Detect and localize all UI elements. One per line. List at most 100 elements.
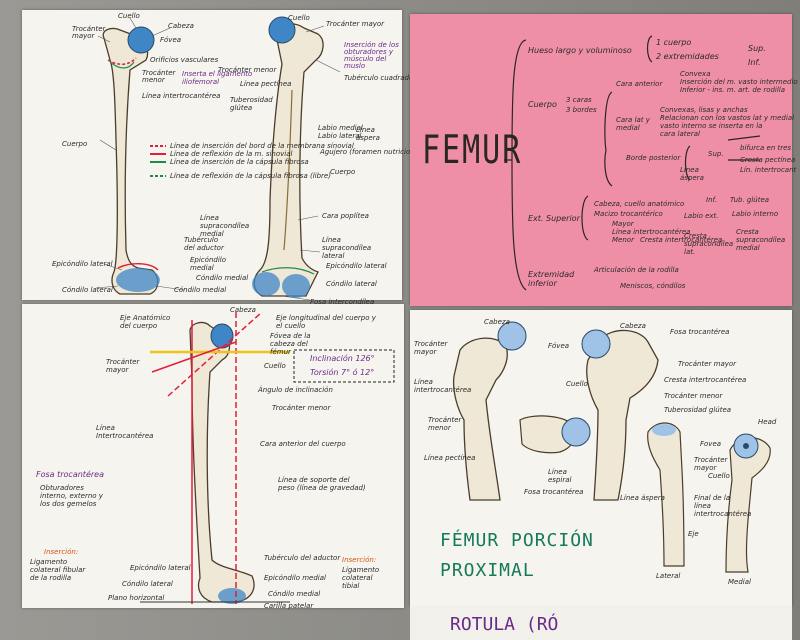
s4-cuello2: Cuello [708,472,730,480]
prox-posterior-bone [586,329,659,501]
s3-linea-soporte: Línea de soporte del peso (línea de grav… [278,476,366,492]
s2-mayor: Mayor [612,220,634,228]
s4-head: Head [758,418,777,426]
s4-final: Final de la línea intertrocantérea [694,494,752,518]
s2-vasto-int: vasto interno se inserta en la cara late… [660,122,763,138]
s1-legend4: Línea de reflexión de la cápsula fibrosa… [170,172,331,180]
s4-trocanter-menor-a: Trocánter menor [428,416,462,432]
s2-hueso: Hueso largo y voluminoso [528,46,632,55]
prox-posterior-head [581,329,611,359]
s1-orificios: Orificios vasculares [150,56,219,64]
s2-linea-intertroc: Línea intertrocantérea [612,228,691,236]
femur-anterior-condyle [116,268,160,292]
s1-cuello-r: Cuello [288,14,310,22]
femur-anterior-head [127,26,155,54]
s2-cuerpo: Cuerpo [528,100,557,109]
s4-cresta: Cresta intertrocantérea [664,376,747,384]
next-sheet-title: ROTULA (RÓ [450,614,559,635]
s2-cabeza-cuello: Cabeza, cuello anatómico [594,200,685,208]
s2-inf: Inf. [748,58,761,67]
s4-linea-pectinea: Línea pectínea [424,454,476,462]
s2-inferior-m: Inferior - ins. m. art. de rodilla [680,86,786,94]
s1-tuberculo: Tubérculo cuadrado [344,74,414,82]
s1-trocanter-mayor: Trocánter mayor [72,25,106,40]
s2-insercion-vasto: Inserción del m. vasto intermedio [680,78,798,86]
s2-tub-glut: Tub. glútea [730,196,770,204]
s4-fosa-troc: Fosa trocantérea [670,328,730,336]
s4-lateral: Lateral [656,572,681,580]
s1-linea-pectinea: Línea pectínea [240,80,292,88]
s2-cresta-intertroc: Cresta intertrocantérea [640,236,723,244]
s3-linea-inter: Línea Intertrocantérea [96,424,154,440]
s3-eje-long: Eje longitudinal del cuerpo y el cuello [276,314,376,330]
proximal-title-line1: FÉMUR PORCIÓN [440,530,594,551]
s1-condilo-med: Cóndilo medial [174,286,227,294]
s4-fovea: Fóvea [548,342,570,350]
s1-condilo-lat-r: Cóndilo lateral [326,280,377,288]
s3-tuberculo-aductor: Tubérculo del aductor [264,554,341,562]
s1-insercion-r: Inserción de los obturadores y músculo d… [344,41,399,70]
s2-cresta-supra-lat: Cresta supracondílea lat. [684,232,734,256]
s1-linea-aspera: Línea áspera [356,126,380,142]
s3-insercion-l: Inserción: [44,548,79,556]
s2-convexas: Convexas, lisas y anchas [660,106,748,114]
s1-labio-med: Labio medial [318,124,363,132]
s3-inclinacion: Inclinación 126° [310,354,375,363]
s1-condilo-med-r: Cóndilo medial [196,274,249,282]
s2-caras: 3 caras [566,96,592,104]
s1-trocanter-menor: Trocánter menor [142,69,176,84]
s1-condilo-lat: Cóndilo lateral [62,286,113,294]
s2-convexa: Convexa [680,70,711,78]
s3-eje-anat: Eje Anatómico del cuerpo [120,314,171,330]
s1-cara-poplitea: Cara poplítea [322,212,369,220]
s1-linea-supra-lat: Línea supracondílea lateral [322,236,372,260]
s4-trocanter-mayor-a: Trocánter mayor [414,340,448,356]
s1-agujero: Agujero (foramen nutricio) [320,148,413,156]
prox-lateral-cartilage [652,424,676,436]
s2-ext-superior: Ext. Superior [528,214,580,223]
s3-condilo-med: Cóndilo medial [268,590,321,598]
s3-epicondilo-lat: Epicóndilo lateral [130,564,191,572]
prox-medial-fovea [743,443,749,449]
s4-fosa-troc2: Fosa trocantérea [524,488,584,496]
s4-trocanter-mayor: Trocánter mayor [678,360,737,368]
prox-medial-bone [725,437,771,573]
s4-trocanter-menor: Trocánter menor [664,392,723,400]
prox-superior-head [561,417,591,447]
s4-medial: Medial [728,578,751,586]
femur-posterior-linea-aspera [283,89,293,251]
s2-cresta-supra-med: Cresta supracondílea medial [736,228,786,252]
s2-cuerpo-n: 1 cuerpo [656,38,692,47]
femur-title: FEMUR [422,127,523,174]
s2-labio-int: Labio interno [732,210,779,218]
s3-insercion-r: Inserción: [342,556,377,564]
s1-legend1: Línea de inserción del bord de la membra… [170,142,354,150]
s3-cuello: Cuello [264,362,286,370]
s3-carilla: Carilla patelar [264,602,314,610]
s1-trocanter-mayor-r: Trocánter mayor [326,20,385,28]
s1-epicondilo-lat: Epicóndilo lateral [52,260,113,268]
s1-fovea: Fóvea [160,36,182,44]
s4-trocanter2: Trocánter mayor [694,456,728,472]
s4-linea-espiral: Línea espiral [548,468,572,484]
s1-trocanter-menor-r: Trocánter menor [218,66,277,74]
s2-sup-b: Sup. [708,150,724,158]
s2-bordes: 3 bordes [566,106,597,114]
s2-menor: Menor [612,236,634,244]
femur-anterior-red-line [107,57,137,65]
s3-plano: Plano horizontal [108,594,165,602]
s3-ligamento-tib: Ligamento colateral tibial [342,566,380,590]
femur-posterior-green [261,267,315,275]
prox-lateral-bone [647,422,685,567]
s4-cabeza: Cabeza [484,318,510,326]
femur-posterior-bone [253,23,324,297]
s2-relacion: Relacionan con los vastos lat y medial [660,114,795,122]
s4-eje: Eje [688,530,699,538]
s2-macizo: Macizo trocantérico [594,210,663,218]
femur-anterior-condyle-red [117,263,159,271]
s1-labio-lat: Labio lateral [318,132,362,140]
s1-epicondilo-med: Epicóndilo medial [190,256,226,272]
